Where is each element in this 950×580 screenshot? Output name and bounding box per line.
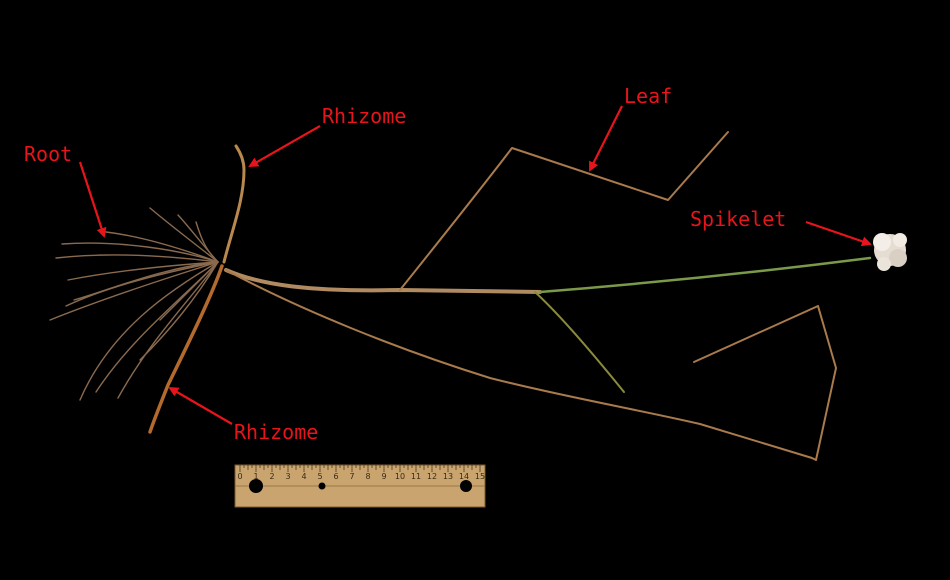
rhizome-lower xyxy=(148,264,224,434)
ruler-number: 14 xyxy=(459,472,469,481)
mid-leaf xyxy=(534,291,625,393)
ruler-number: 6 xyxy=(333,472,338,481)
ruler-number: 13 xyxy=(443,472,453,481)
main-culm-green xyxy=(538,256,872,294)
ruler-number: 0 xyxy=(237,472,242,481)
annotation-arrows xyxy=(78,105,872,425)
ruler-number: 15 xyxy=(475,472,485,481)
ruler-number: 4 xyxy=(301,472,306,481)
arrow-leaf xyxy=(589,105,623,172)
ruler-number: 1 xyxy=(253,472,258,481)
ruler-number: 9 xyxy=(381,472,386,481)
ruler-hole-icon xyxy=(249,479,263,493)
label-rhizome-upper: Rhizome xyxy=(322,104,407,128)
arrow-rhizome-top xyxy=(248,125,321,167)
ruler-hole-icon xyxy=(318,482,326,490)
arrow-root xyxy=(78,161,107,238)
ruler-number: 12 xyxy=(427,472,437,481)
ruler-number: 2 xyxy=(269,472,274,481)
spikelet-tuft xyxy=(873,233,907,271)
label-root: Root xyxy=(24,142,73,166)
ruler-number: 11 xyxy=(411,472,421,481)
main-culm-dry xyxy=(224,268,542,294)
arrow-rhizome-bottom xyxy=(168,386,233,425)
ruler-number: 3 xyxy=(285,472,290,481)
ruler-hole-icon xyxy=(460,480,472,492)
lower-leaf xyxy=(225,269,837,461)
ruler-number: 10 xyxy=(395,472,405,481)
arrow-spikelet xyxy=(805,220,872,247)
ruler-number: 8 xyxy=(365,472,370,481)
roots xyxy=(49,207,219,401)
label-spikelet: Spikelet xyxy=(690,207,787,231)
label-rhizome-lower: Rhizome xyxy=(234,420,319,444)
ruler-number: 7 xyxy=(349,472,354,481)
ruler-number: 5 xyxy=(317,472,322,481)
upper-leaf xyxy=(399,131,729,291)
label-leaf: Leaf xyxy=(624,84,673,108)
stems xyxy=(224,131,872,461)
rhizome-upper xyxy=(222,144,246,264)
rhizomes xyxy=(148,144,246,434)
